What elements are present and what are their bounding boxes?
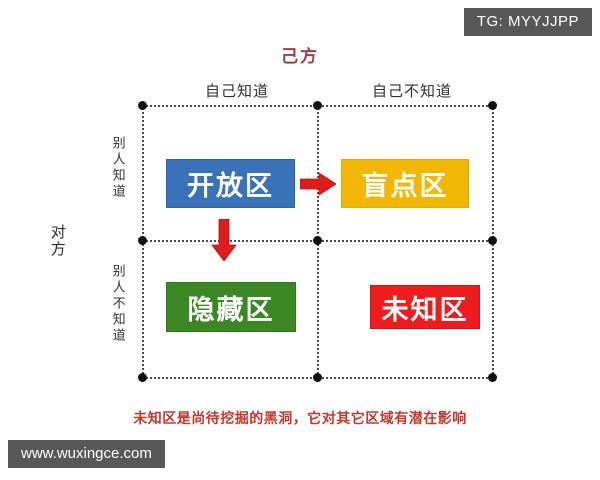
quadrant-unknown-area[interactable]: 未知区 (370, 285, 480, 329)
selection-handle[interactable] (138, 373, 147, 382)
quadrant-hidden-label: 隐藏区 (187, 294, 275, 325)
quadrant-open-area[interactable]: 开放区 (166, 159, 295, 208)
row-header-others-unknown: 别人不知道 (110, 264, 126, 344)
quadrant-blind-label: 盲点区 (361, 171, 449, 201)
selection-handle[interactable] (313, 373, 322, 382)
selection-handle[interactable] (488, 236, 497, 245)
selection-handle[interactable] (313, 101, 322, 110)
diagram-title-other: 对方 (48, 224, 66, 258)
quadrant-unknown-label: 未知区 (381, 294, 469, 325)
selection-handle[interactable] (488, 101, 497, 110)
selection-handle[interactable] (138, 101, 147, 110)
selection-handle[interactable] (488, 373, 497, 382)
tg-watermark-badge: TG: MYYJJPP (463, 8, 592, 36)
arrow-right-icon (300, 172, 336, 196)
quadrant-hidden-area[interactable]: 隐藏区 (166, 282, 296, 332)
site-watermark-badge: www.wuxingce.com (8, 440, 165, 468)
diagram-title-self: 己方 (281, 47, 319, 66)
quadrant-open-label: 开放区 (187, 171, 274, 201)
selection-handle[interactable] (313, 236, 322, 245)
arrow-down-icon (211, 219, 237, 261)
quadrant-blind-area[interactable]: 盲点区 (341, 159, 469, 208)
selection-handle[interactable] (138, 236, 147, 245)
diagram-caption: 未知区是尚待挖掘的黑洞，它对其它区域有潜在影响 (133, 410, 467, 426)
column-header-self-known: 自己知道 (204, 83, 269, 100)
row-header-others-known: 别人知道 (110, 136, 126, 200)
column-header-self-unknown: 自己不知道 (371, 83, 452, 100)
